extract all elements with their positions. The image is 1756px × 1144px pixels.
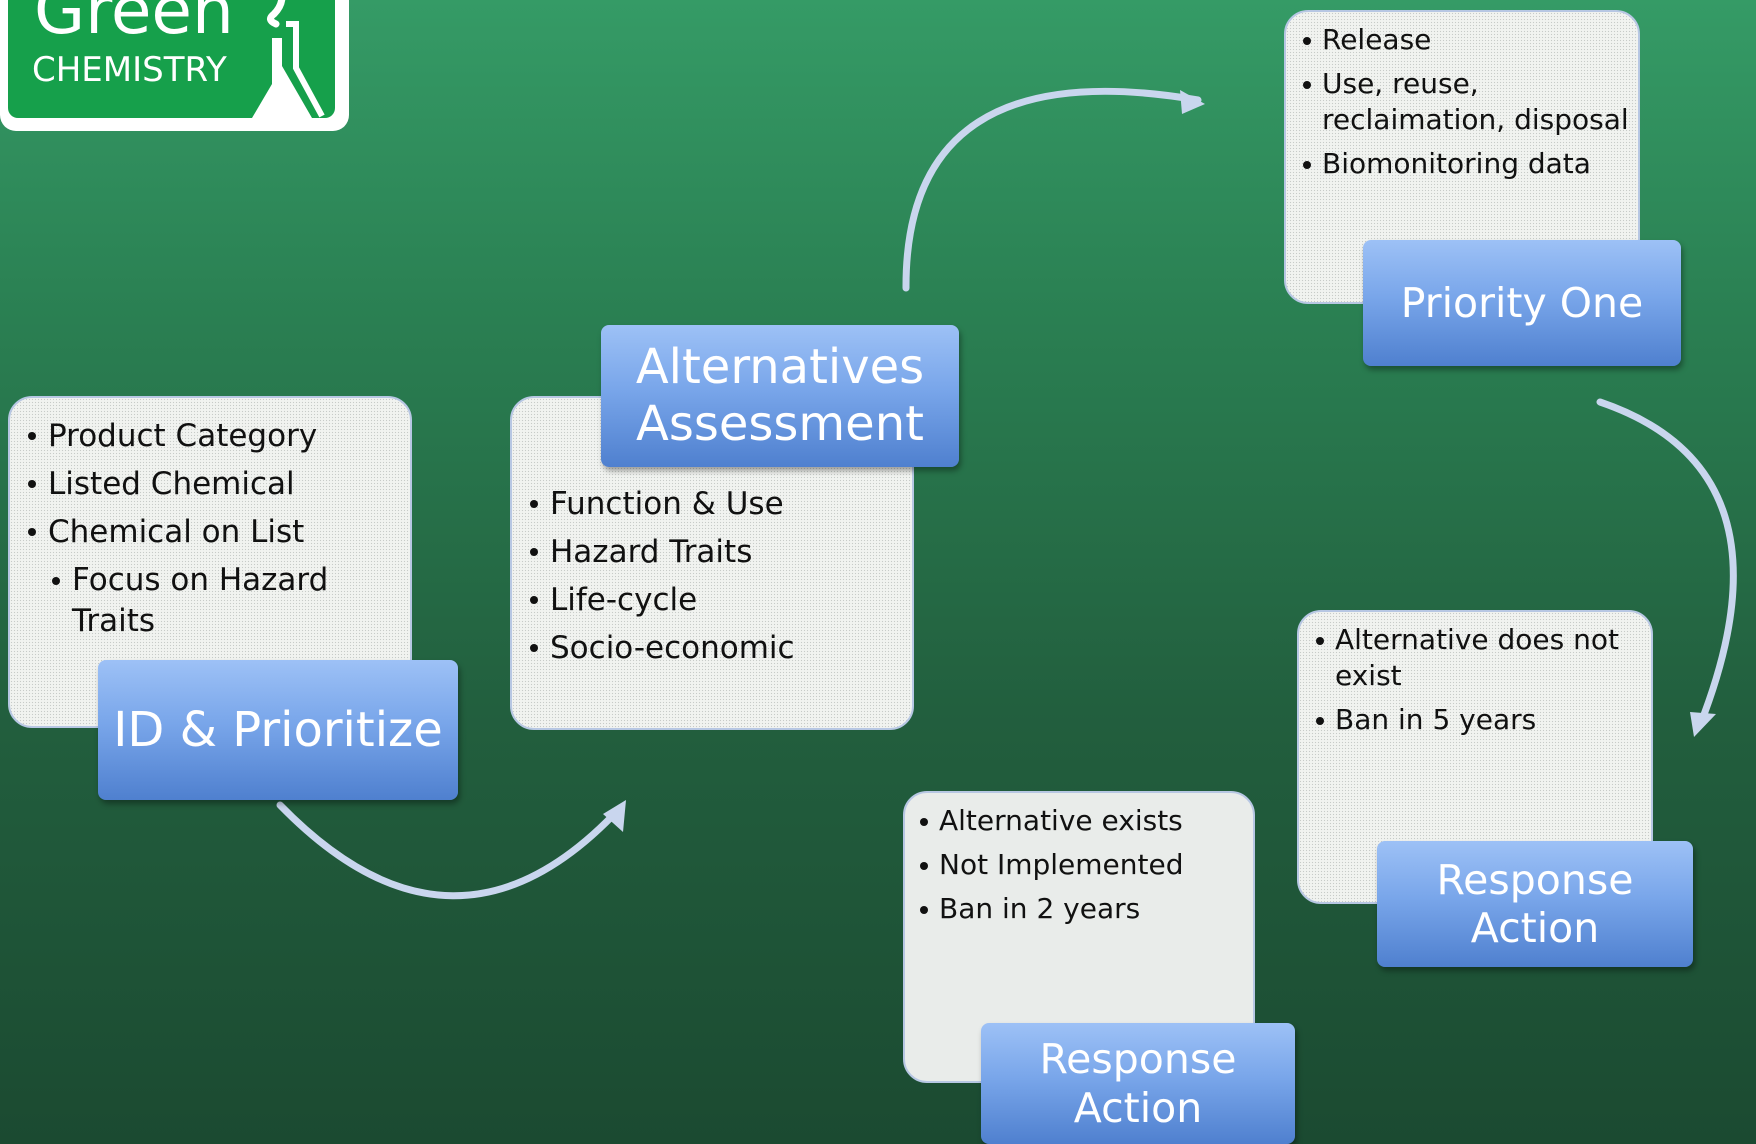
id-prioritize-list: Product Category Listed Chemical Chemica…	[10, 398, 410, 642]
label-line: Action	[1470, 904, 1600, 952]
arrow-priority-to-response	[1596, 398, 1737, 729]
list-item: Hazard Traits	[530, 528, 912, 576]
arrowhead-alternatives	[603, 800, 626, 832]
logo-word: Green	[34, 0, 234, 49]
arrow-alternatives-to-priority	[902, 87, 1202, 292]
response-bottom-list: Alternative exists Not Implemented Ban i…	[905, 793, 1253, 927]
logo-subtitle: CHEMISTRY	[32, 50, 227, 90]
alternatives-assessment-label: Alternatives Assessment	[601, 325, 959, 467]
response-right-list: Alternative does not exist Ban in 5 year…	[1299, 612, 1651, 738]
flask-icon	[252, 0, 325, 118]
label-line: Response	[1436, 855, 1634, 904]
alternatives-list: Function & Use Hazard Traits Life-cycle …	[512, 398, 912, 672]
response-action-bottom-label: Response Action	[981, 1023, 1295, 1144]
label-line: Alternatives	[635, 339, 925, 396]
list-item: Biomonitoring data	[1303, 146, 1638, 182]
list-item: Product Category	[28, 412, 410, 460]
list-item: Listed Chemical	[28, 460, 410, 508]
list-item: Ban in 2 years	[920, 891, 1253, 927]
list-item: Not Implemented	[920, 847, 1253, 883]
list-item: Alternative does not exist	[1316, 622, 1651, 694]
arrow-id-to-alternatives	[276, 801, 624, 900]
label-line: Response	[1039, 1035, 1237, 1084]
list-item: Ban in 5 years	[1316, 702, 1651, 738]
list-item: Release	[1303, 22, 1638, 58]
priority-one-list: Release Use, reuse, reclaimation, dispos…	[1286, 12, 1638, 182]
list-item: Chemical on List	[28, 508, 410, 556]
logo-panel: Green CHEMISTRY	[8, 0, 335, 118]
list-item: Socio-economic	[530, 624, 912, 672]
label-line: Assessment	[636, 396, 924, 452]
id-prioritize-label: ID & Prioritize	[98, 660, 458, 800]
list-item: Life-cycle	[530, 576, 912, 624]
sub-list-item: Focus on Hazard Traits	[52, 560, 410, 642]
response-action-right-label: Response Action	[1377, 841, 1693, 967]
list-item: Alternative exists	[920, 803, 1253, 839]
list-item: Function & Use	[530, 480, 912, 528]
arrowhead-priority	[1180, 90, 1205, 114]
arrowhead-response	[1690, 712, 1716, 737]
green-chemistry-logo: Green CHEMISTRY	[0, 0, 349, 131]
list-item: Use, reuse, reclaimation, disposal	[1303, 66, 1638, 138]
priority-one-label: Priority One	[1363, 240, 1681, 366]
label-line: Action	[1073, 1083, 1203, 1132]
